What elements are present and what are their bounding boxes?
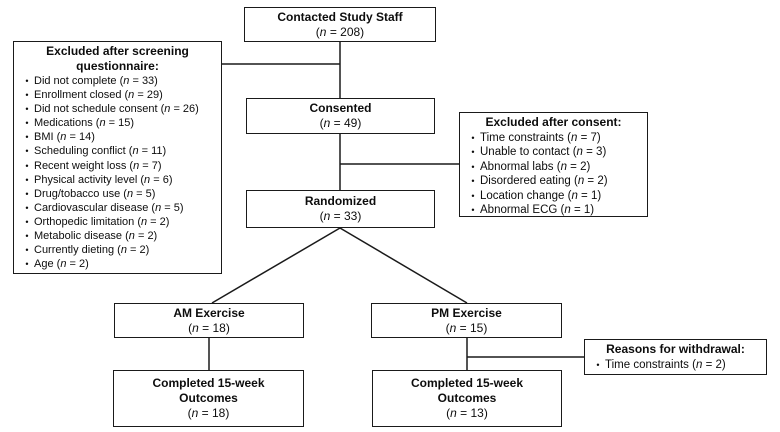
bullet-icon: •	[25, 245, 29, 256]
node-title: PM Exercise	[431, 305, 502, 320]
list-item: •Medications (n = 15)	[20, 116, 219, 130]
node-count: (n = 18)	[188, 320, 230, 335]
bullet-icon: •	[471, 205, 475, 216]
list-item: •Location change (n = 1)	[466, 189, 645, 204]
bullet-icon: •	[25, 118, 29, 129]
list-item: •BMI (n = 14)	[20, 130, 219, 144]
list-item: •Scheduling conflict (n = 11)	[20, 144, 219, 158]
node-count: (n = 49)	[319, 116, 362, 130]
node-count: (n = 33)	[319, 209, 362, 223]
node-title: Reasons for withdrawal:	[606, 342, 745, 356]
node-title: Contacted Study Staff	[277, 9, 403, 24]
bullet-icon: •	[25, 146, 29, 157]
bullet-icon: •	[471, 147, 475, 158]
bullet-icon: •	[25, 174, 29, 185]
node-am-exercise: AM Exercise (n = 18)	[114, 303, 304, 338]
node-count: (n = 13)	[446, 406, 488, 420]
bullet-icon: •	[471, 190, 475, 201]
bullet-icon: •	[25, 132, 29, 143]
node-title: AM Exercise	[173, 305, 245, 320]
node-count: (n = 18)	[187, 406, 230, 420]
node-title: Excluded after consent:	[485, 115, 622, 129]
list-item: •Physical activity level (n = 6)	[20, 173, 219, 187]
list-item: •Did not schedule consent (n = 26)	[20, 102, 219, 116]
withdrawal-list: •Time constraints (n = 2)	[585, 358, 766, 373]
exclusion-list: •Did not complete (n = 33)•Enrollment cl…	[14, 74, 221, 271]
list-item: •Time constraints (n = 2)	[591, 358, 764, 373]
list-item: •Disordered eating (n = 2)	[466, 174, 645, 189]
list-item: •Abnormal ECG (n = 1)	[466, 203, 645, 218]
list-item: •Drug/tobacco use (n = 5)	[20, 187, 219, 201]
bullet-icon: •	[25, 76, 29, 86]
list-item: •Time constraints (n = 7)	[466, 131, 645, 146]
exclusion-list: •Time constraints (n = 7)•Unable to cont…	[460, 131, 647, 219]
connector-randomized-am	[211, 227, 341, 304]
list-item: •Did not complete (n = 33)	[20, 74, 219, 88]
bullet-icon: •	[25, 104, 29, 115]
node-title: Randomized	[304, 194, 377, 208]
node-consented: Consented (n = 49)	[246, 98, 435, 134]
list-item: •Recent weight loss (n = 7)	[20, 159, 219, 173]
list-item: •Age (n = 2)	[20, 257, 219, 271]
bullet-icon: •	[25, 259, 29, 270]
bullet-icon: •	[25, 160, 29, 171]
list-item: •Metabolic disease (n = 2)	[20, 229, 219, 243]
node-title: Consented	[309, 101, 372, 115]
bullet-icon: •	[471, 132, 475, 143]
bullet-icon: •	[25, 216, 29, 227]
node-count: (n = 15)	[445, 320, 488, 335]
bullet-icon: •	[25, 231, 29, 242]
bullet-icon: •	[471, 176, 475, 187]
bullet-icon: •	[596, 359, 600, 370]
list-item: •Cardiovascular disease (n = 5)	[20, 201, 219, 215]
list-item: •Orthopedic limitation (n = 2)	[20, 215, 219, 229]
node-count: (n = 208)	[315, 24, 365, 39]
connector-randomized-pm	[339, 227, 468, 304]
bullet-icon: •	[471, 161, 475, 172]
bullet-icon: •	[25, 188, 29, 199]
node-excluded-after-consent: Excluded after consent: •Time constraint…	[459, 112, 648, 217]
list-item: •Abnormal labs (n = 2)	[466, 160, 645, 175]
node-reasons-for-withdrawal: Reasons for withdrawal: •Time constraint…	[584, 339, 767, 375]
list-item: •Currently dieting (n = 2)	[20, 243, 219, 257]
bullet-icon: •	[25, 90, 29, 101]
list-item: •Enrollment closed (n = 29)	[20, 88, 219, 102]
node-pm-exercise: PM Exercise (n = 15)	[371, 303, 562, 338]
bullet-icon: •	[25, 202, 29, 213]
list-item: •Unable to contact (n = 3)	[466, 145, 645, 160]
node-contacted-study-staff: Contacted Study Staff (n = 208)	[244, 7, 436, 42]
node-randomized: Randomized (n = 33)	[246, 190, 435, 228]
